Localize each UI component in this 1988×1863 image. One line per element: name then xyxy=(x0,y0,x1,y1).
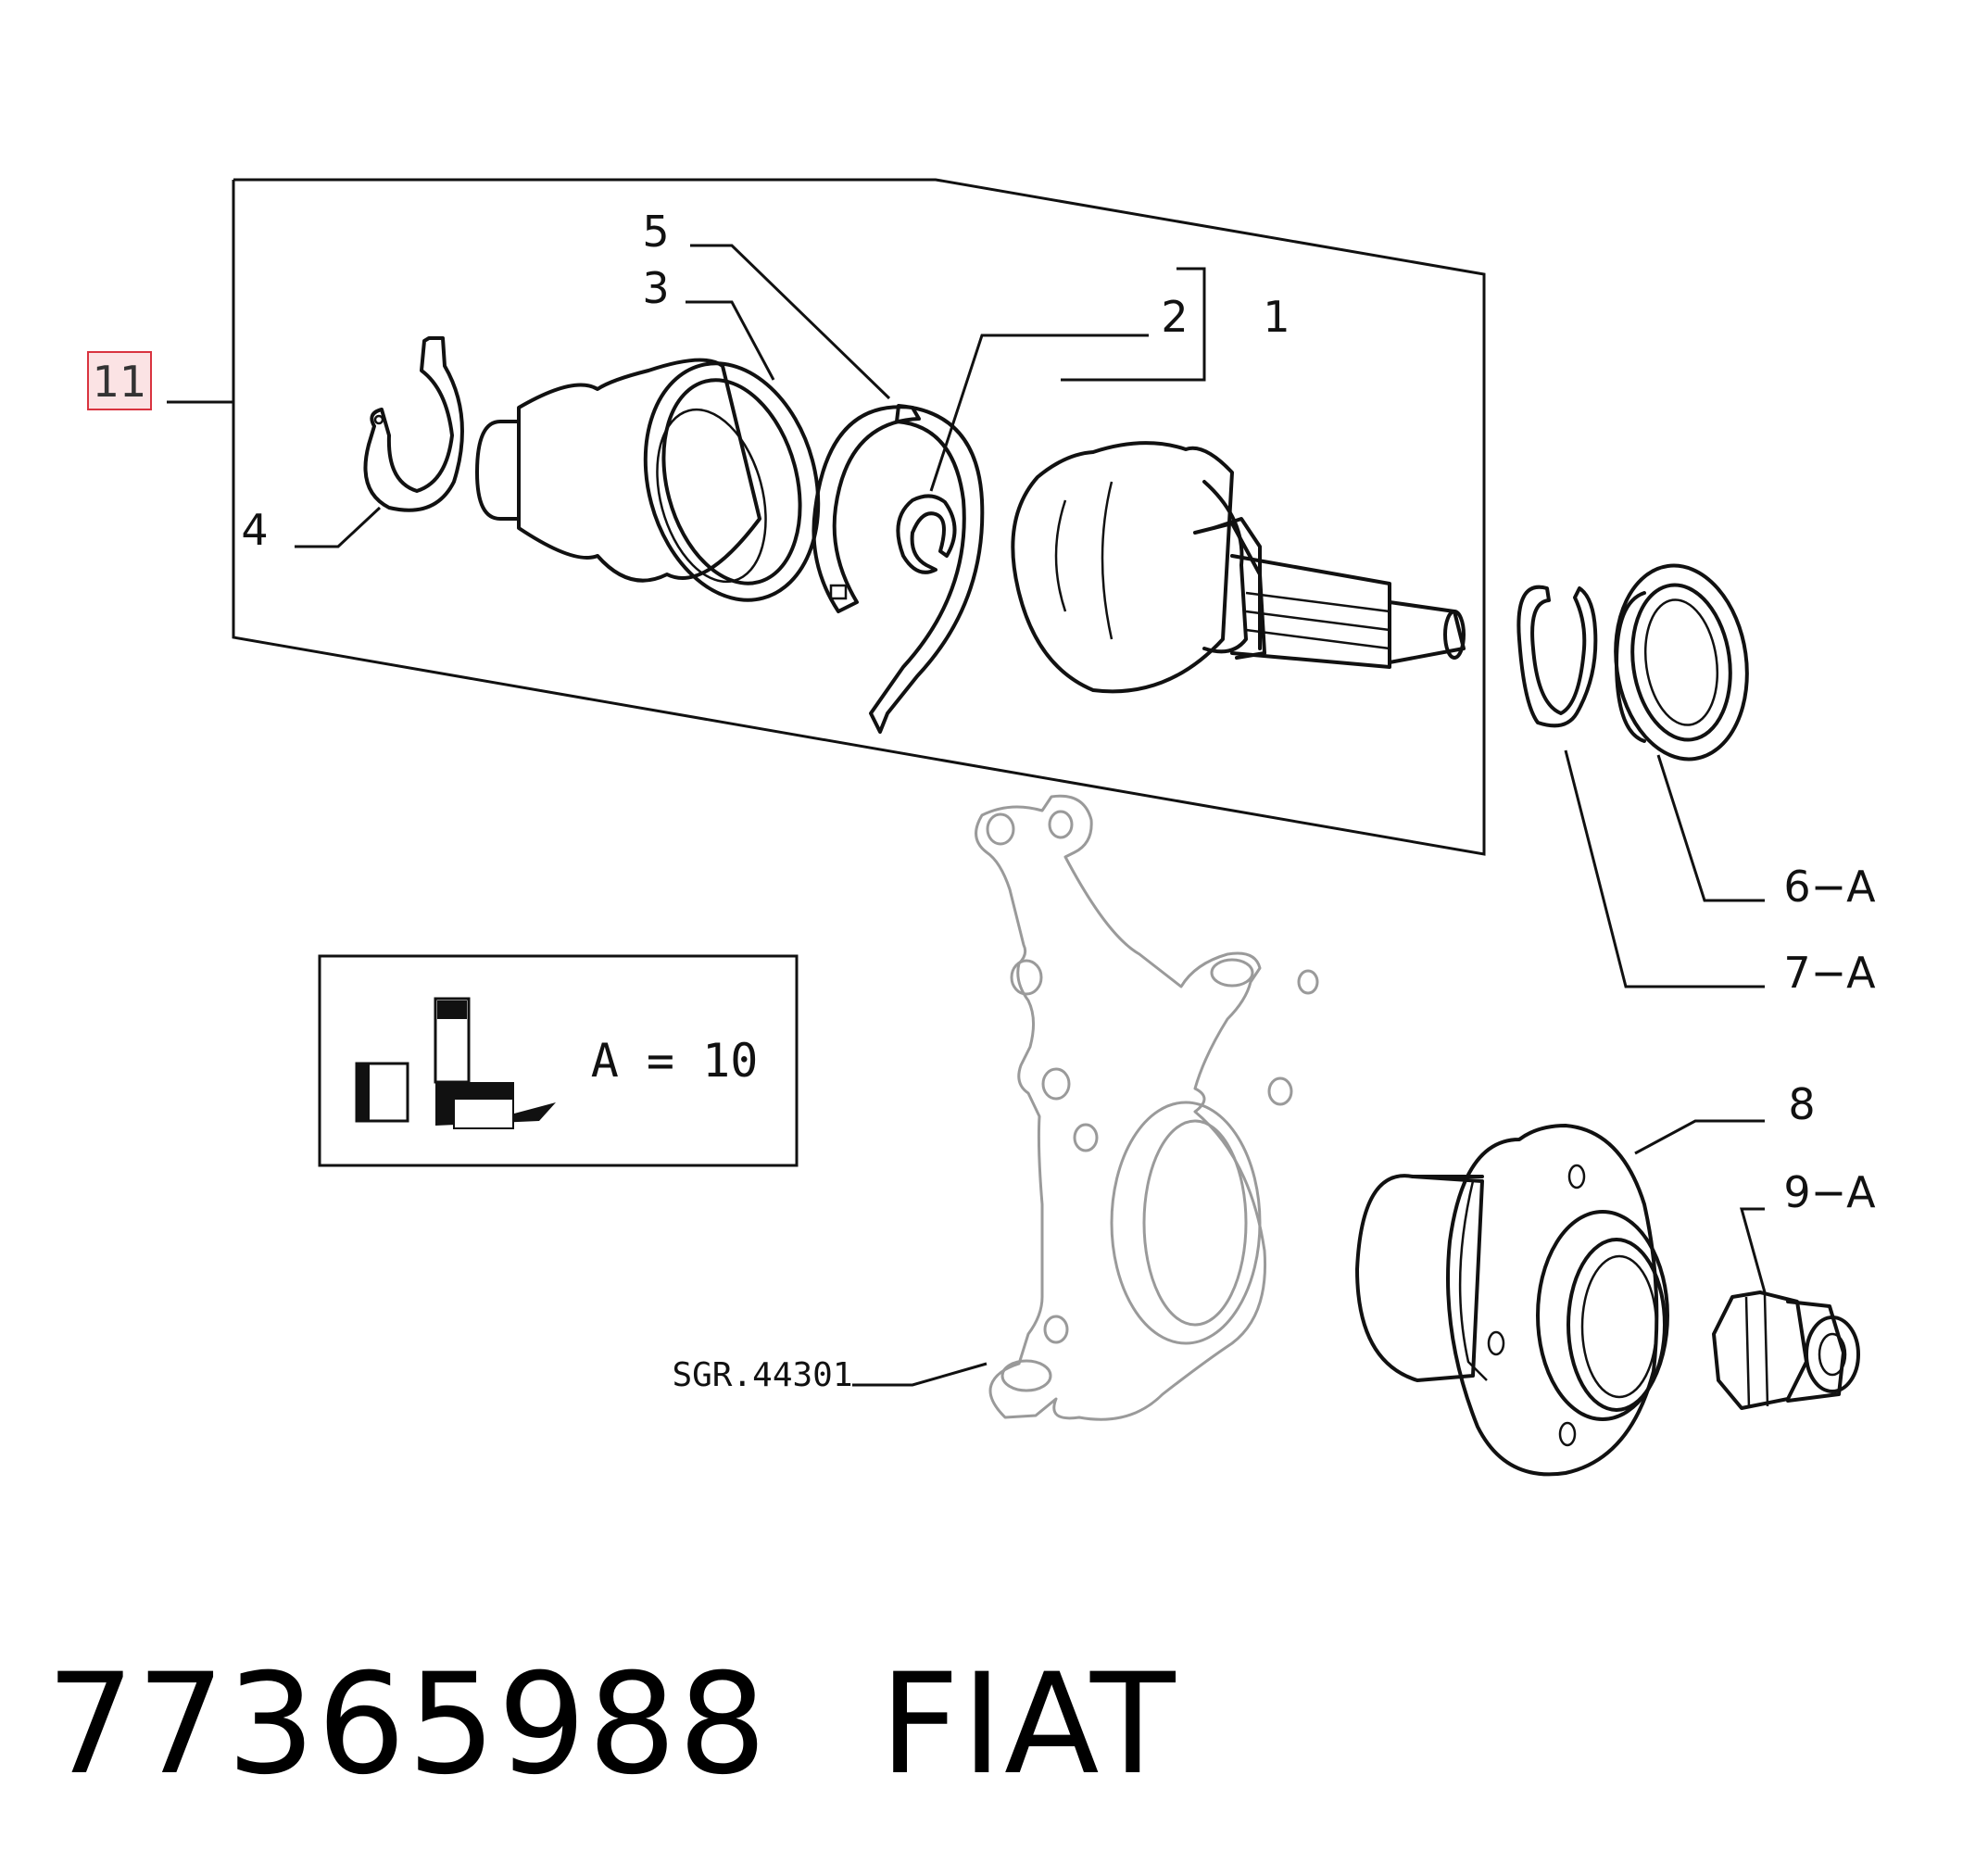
snap-ring-part-7a xyxy=(1516,585,1598,728)
kit-frame xyxy=(232,178,1486,856)
cv-joint-part-1 xyxy=(1011,441,1466,694)
brand-name: FIAT xyxy=(879,1644,1177,1806)
leader-7a xyxy=(1564,749,1765,988)
steering-knuckle-reference xyxy=(975,794,1319,1421)
circlip-part-4 xyxy=(363,336,464,512)
callout-8: 8 xyxy=(1788,1079,1815,1129)
callout-11-label: 11 xyxy=(93,357,147,407)
leader-9a xyxy=(1740,1207,1767,1293)
callout-1: 1 xyxy=(1263,292,1290,342)
lubricant-equation: A = 10 xyxy=(591,1034,759,1088)
leader-3 xyxy=(686,300,775,381)
bearing-part-6a xyxy=(1614,563,1749,762)
lubricant-box: A = 10 xyxy=(318,954,799,1167)
hub-nut-part-9a xyxy=(1712,1290,1860,1410)
leader-5 xyxy=(690,244,891,400)
callout-7a: 7−A xyxy=(1783,948,1876,998)
callout-9a: 9−A xyxy=(1783,1167,1876,1217)
leader-8 xyxy=(1634,1119,1765,1155)
part-number: 77365988 xyxy=(46,1644,769,1806)
small-circlip-part-2 xyxy=(896,494,957,574)
callout-5: 5 xyxy=(642,207,669,257)
callout-6a: 6−A xyxy=(1783,862,1876,912)
reference-code: SGR.44301 xyxy=(672,1356,852,1394)
leader-4 xyxy=(295,506,382,548)
callout-11-box[interactable]: 11 xyxy=(87,351,152,410)
callout-4: 4 xyxy=(241,505,268,555)
callout-3: 3 xyxy=(642,263,669,313)
wheel-hub-part-8 xyxy=(1355,1124,1669,1477)
leader-reference xyxy=(852,1362,988,1387)
leader-6a xyxy=(1656,754,1765,902)
clamp-band-part-5 xyxy=(812,404,985,734)
inner-boot-part-3 xyxy=(475,358,821,602)
leader-2 xyxy=(929,334,1149,492)
part-footer: 77365988 FIAT xyxy=(46,1644,1289,1806)
leader-1 xyxy=(1061,267,1206,382)
callout-2: 2 xyxy=(1161,292,1188,342)
